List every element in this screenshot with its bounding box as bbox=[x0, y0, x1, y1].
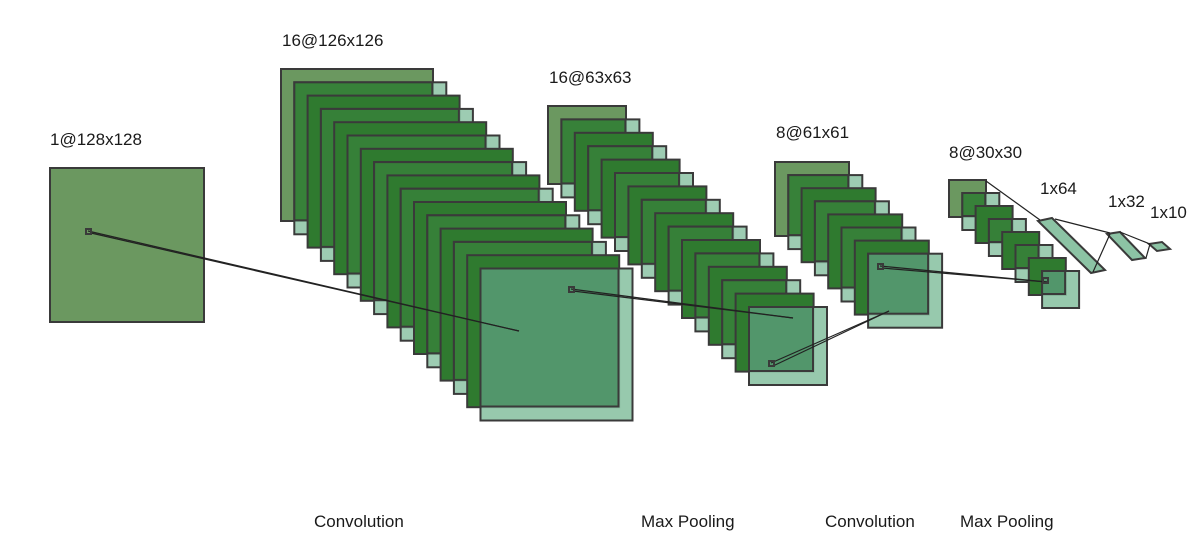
receptive-field-marker bbox=[1042, 277, 1049, 284]
layer-label-conv1: 16@126x126 bbox=[282, 31, 384, 50]
input-map bbox=[49, 167, 205, 323]
connector-line bbox=[90, 232, 520, 332]
layer-label-pool1: 16@63x63 bbox=[549, 68, 632, 87]
layer-label-fc1: 1x64 bbox=[1040, 179, 1077, 198]
pool2-stack bbox=[948, 179, 1081, 309]
pool1-stack bbox=[547, 105, 828, 386]
connector-line bbox=[772, 310, 890, 367]
layer-label-input: 1@128x128 bbox=[50, 130, 142, 149]
layer-label-fc3: 1x10 bbox=[1150, 203, 1187, 222]
connector-line bbox=[985, 180, 1041, 221]
connector-line bbox=[1054, 218, 1111, 234]
operation-label-convolution-2: Convolution bbox=[825, 512, 915, 531]
receptive-field-marker bbox=[877, 263, 884, 270]
connector-lines bbox=[85, 180, 1151, 367]
layer-label-conv2: 8@61x61 bbox=[776, 123, 850, 142]
fully-connected-layers bbox=[1035, 216, 1173, 275]
connector-line bbox=[572, 290, 794, 319]
operation-label-convolution-1: Convolution bbox=[314, 512, 404, 531]
operation-label-max-pooling-2: Max Pooling bbox=[960, 512, 1054, 531]
receptive-field-marker bbox=[568, 286, 575, 293]
fc1-slab bbox=[1035, 216, 1108, 275]
feature-map-stacks bbox=[49, 68, 1173, 422]
conv1-stack-front-map bbox=[479, 267, 620, 408]
pool1-stack-front-map bbox=[748, 306, 814, 372]
layer-label-pool2: 8@30x30 bbox=[949, 143, 1023, 162]
receptive-field-marker bbox=[85, 228, 92, 235]
connector-line bbox=[881, 267, 1048, 283]
operation-label-max-pooling-1: Max Pooling bbox=[641, 512, 735, 531]
conv2-stack-front-map bbox=[867, 252, 930, 315]
connector-line bbox=[1119, 231, 1151, 245]
conv1-stack bbox=[280, 68, 634, 422]
connector-line bbox=[1092, 233, 1111, 273]
receptive-field-marker bbox=[768, 360, 775, 367]
connector-line bbox=[1145, 243, 1151, 259]
layer-label-fc2: 1x32 bbox=[1108, 192, 1145, 211]
input-image bbox=[49, 167, 205, 323]
conv2-stack bbox=[774, 161, 944, 329]
fc3-slab bbox=[1146, 240, 1173, 253]
fc2-slab bbox=[1104, 230, 1148, 262]
